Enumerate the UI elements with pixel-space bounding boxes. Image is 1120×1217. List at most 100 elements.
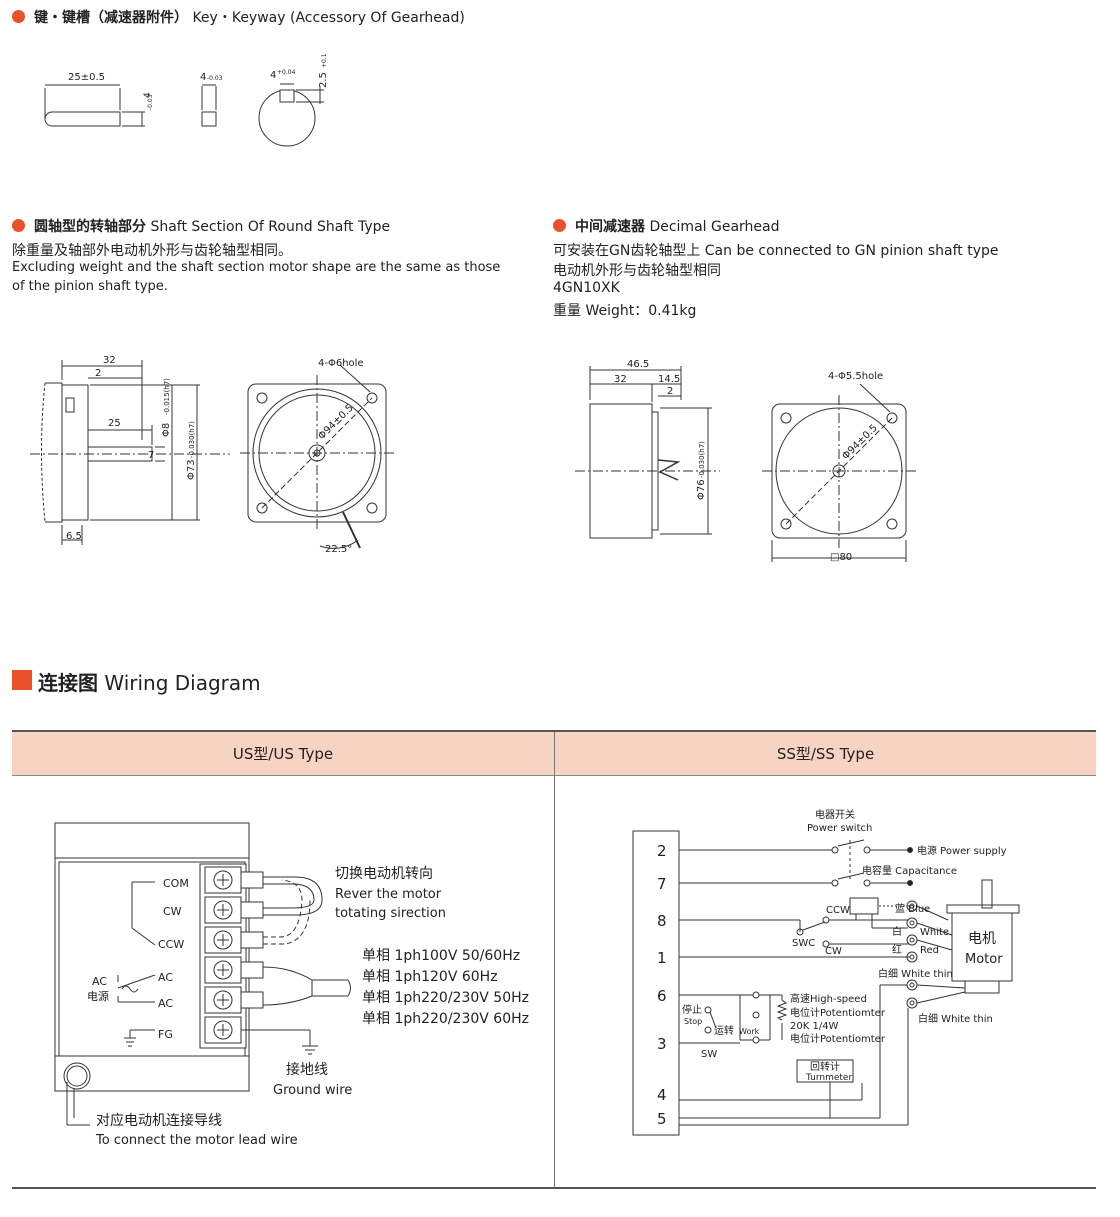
- sw-label: SW: [701, 1049, 717, 1060]
- pot-1: 高速High-speed: [790, 992, 867, 1005]
- ss-term-2: 2: [657, 842, 667, 860]
- key-section-title: 键・键槽（减速器附件） Key・Keyway (Accessory Of Gea…: [34, 7, 465, 27]
- dim-46-5: 46.5: [627, 359, 649, 370]
- power-2: 单相 1ph120V 60Hz: [362, 969, 498, 985]
- white-en: White: [920, 927, 949, 938]
- ss-wiring: [632, 830, 1020, 1136]
- power-1: 单相 1ph100V 50/60Hz: [362, 948, 520, 964]
- shaft-desc-en1: Excluding weight and the shaft section m…: [12, 260, 501, 275]
- switch-en1: Rever the motor: [335, 887, 442, 902]
- dim-2: 2: [95, 368, 101, 379]
- table-bottom-rule: [12, 1187, 1096, 1189]
- dim-phi76: Φ76: [696, 479, 707, 500]
- ss-terminal-labels: 2 7 8 1 6 3 4 5: [657, 842, 667, 1128]
- ground-en: Ground wire: [273, 1083, 352, 1098]
- shaft-section-title: 圆轴型的转轴部分 Shaft Section Of Round Shaft Ty…: [34, 216, 390, 236]
- shaft-desc-cn: 除重量及轴部外电动机外形与齿轮轴型相同。: [12, 243, 292, 259]
- dim-slot-w-tol: +0.04: [277, 69, 296, 76]
- cw-label: CW: [825, 946, 842, 957]
- key-title-en: Key・Keyway (Accessory Of Gearhead): [192, 10, 465, 26]
- key-drawing: [44, 83, 324, 147]
- dim-key-h: 4: [143, 92, 153, 98]
- wiring-title-en: Wiring Diagram: [104, 671, 261, 695]
- work-en: Work: [739, 1027, 760, 1036]
- work-cn: 运转: [714, 1024, 734, 1037]
- dim-holes-5-5: 4-Φ5.5hole: [828, 371, 883, 382]
- dim-angle: 22.5°: [325, 544, 352, 555]
- white-thin-1: 白细 White thin: [878, 967, 953, 980]
- red-en: Red: [920, 945, 939, 956]
- dim-phi8: Φ8: [161, 423, 172, 437]
- us-terminal: [204, 926, 264, 954]
- gearhead-title-en: Decimal Gearhead: [649, 219, 780, 235]
- turnmeter-en: Turnmeter: [805, 1073, 852, 1083]
- ccw-label: CCW: [826, 905, 850, 916]
- shaft-front-drawing: [240, 364, 395, 549]
- gearhead-line3: 4GN10XK: [553, 280, 620, 296]
- white-cn: 白: [892, 925, 902, 938]
- gearhead-line2: 电动机外形与齿轮轴型相同: [553, 263, 721, 279]
- us-terminal: [204, 866, 264, 894]
- dim-slot-d-tol: +0.1: [321, 53, 328, 68]
- dim-key-h-tol: -0.03: [147, 94, 154, 110]
- red-cn: 红: [892, 943, 902, 956]
- dim-25: 25: [108, 418, 121, 429]
- term-ccw: CCW: [158, 938, 184, 951]
- wiring-title: 连接图 Wiring Diagram: [38, 667, 261, 696]
- gearhead-section-title: 中间减速器 Decimal Gearhead: [575, 216, 780, 236]
- dim-14-5: 14.5: [658, 374, 680, 385]
- dim-key-w: 4: [200, 72, 206, 83]
- dim-phi73-tol: -0.030(h7): [188, 421, 196, 458]
- power-switch-cn: 电器开关: [815, 808, 855, 821]
- shaft-side-drawing: [30, 360, 230, 545]
- us-terminal: [204, 896, 264, 924]
- dim-phi76-tol: -0.030(h7): [698, 441, 706, 478]
- pot-2: 电位计Potentiomter: [790, 1006, 886, 1019]
- power-4: 单相 1ph220/230V 60Hz: [362, 1011, 529, 1027]
- shaft-title-en: Shaft Section Of Round Shaft Type: [150, 219, 391, 235]
- wiring-title-cn: 连接图: [38, 671, 98, 695]
- dim-square-80: □80: [830, 552, 852, 563]
- shaft-title-cn: 圆轴型的转轴部分: [34, 219, 146, 235]
- dim-slot-d: 2.5: [318, 72, 329, 88]
- ground-cn: 接地线: [286, 1061, 328, 1078]
- dim-7: 7: [148, 450, 154, 461]
- section-bullet: [12, 10, 25, 23]
- us-terminal: [204, 986, 264, 1014]
- ac-label: AC: [92, 975, 107, 988]
- stop-en: Stop: [684, 1017, 702, 1026]
- term-fg: FG: [158, 1028, 173, 1041]
- us-terminal: [204, 956, 264, 984]
- gearhead-line1: 可安装在GN齿轮轴型上 Can be connected to GN pinio…: [553, 243, 999, 259]
- dim-32-g: 32: [614, 374, 627, 385]
- gearhead-line4: 重量 Weight：0.41kg: [553, 303, 697, 319]
- shaft-desc-en2: of the pinion shaft type.: [12, 279, 168, 294]
- gearhead-title-cn: 中间减速器: [575, 219, 645, 235]
- ss-term-6: 6: [657, 987, 667, 1005]
- motor-labels: 电机 Motor: [965, 931, 1003, 967]
- turnmeter-cn: 回转计: [810, 1060, 840, 1073]
- switch-en2: totating sirection: [335, 906, 446, 921]
- dim-key-length: 25±0.5: [68, 72, 105, 83]
- dim-holes-6: 4-Φ6hole: [318, 358, 364, 369]
- power-supply-label: 电源 Power supply: [917, 844, 1007, 857]
- dim-6-5: 6.5: [66, 531, 82, 542]
- dim-32: 32: [103, 355, 116, 366]
- us-type-header: US型/US Type: [232, 745, 334, 763]
- shaft-side-dimensions: 32 2 25 7 6.5 Φ8 -0.015(h7) Φ73 -0.030(h…: [66, 355, 197, 542]
- dim-slot-w: 4: [270, 70, 276, 81]
- lead-en: To connect the motor lead wire: [95, 1133, 298, 1148]
- pot-3: 20K 1/4W: [790, 1021, 839, 1032]
- ac-power-label: 电源: [87, 989, 109, 1003]
- gearhead-front-drawing: [762, 383, 916, 562]
- wiring-section-marker: [12, 670, 32, 690]
- motor-en: Motor: [965, 952, 1003, 967]
- dim-phi73: Φ73: [186, 459, 197, 480]
- capacitance-label: 电容量 Capacitance: [862, 864, 957, 877]
- ss-term-1: 1: [657, 949, 667, 967]
- section-bullet: [553, 219, 566, 232]
- blue-label: 蓝 Blue: [895, 903, 930, 915]
- ss-term-7: 7: [657, 875, 667, 893]
- stop-cn: 停止: [682, 1003, 702, 1016]
